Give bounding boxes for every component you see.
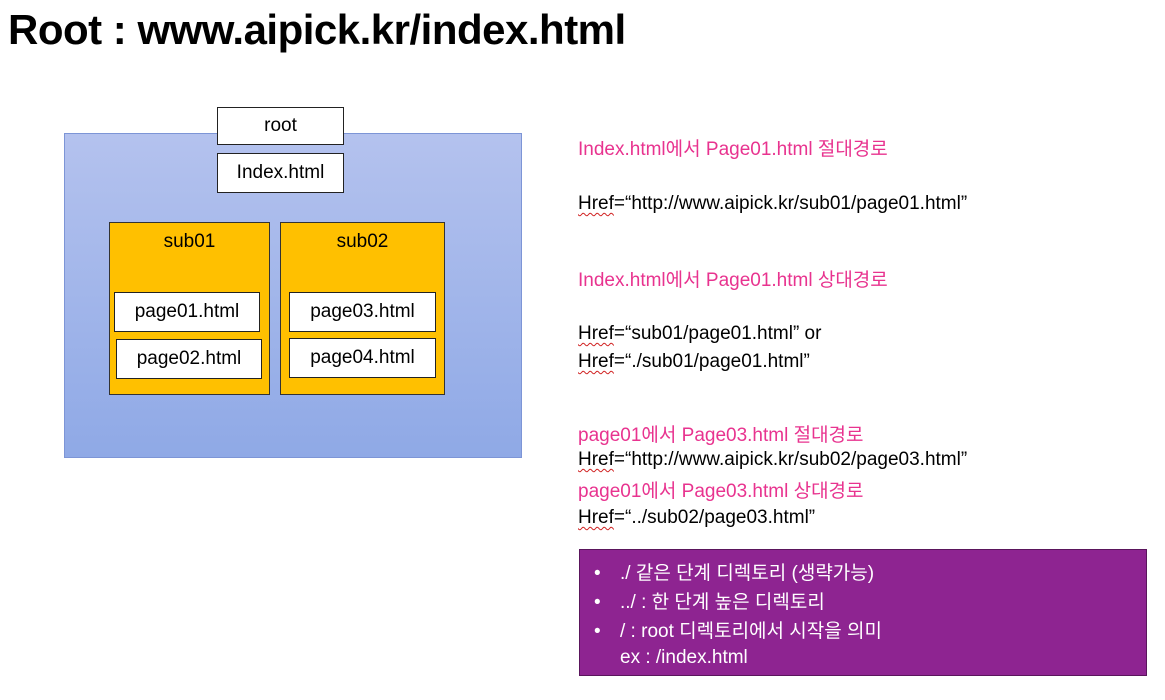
rel2-code-attr: Href — [578, 507, 614, 528]
note-item-text: ../ : 한 단계 높은 디렉토리 — [620, 592, 825, 613]
note-item-text: / : root 디렉토리에서 시작을 의미 — [620, 621, 882, 642]
page-title: Root : www.aipick.kr/index.html — [8, 6, 626, 53]
rel1-heading: Index.html에서 Page01.html 상대경로 — [578, 270, 888, 291]
bullet-icon: • — [594, 592, 601, 613]
note-item: • ./ 같은 단계 디렉토리 (생략가능) — [594, 558, 874, 585]
abs1-heading: Index.html에서 Page01.html 절대경로 — [578, 139, 888, 160]
rel2-heading: page01에서 Page03.html 상대경로 — [578, 481, 864, 502]
note-item: • ../ : 한 단계 높은 디렉토리 — [594, 587, 825, 614]
note-example: ex : /index.html — [620, 647, 748, 668]
folder-sub02-label: sub02 — [336, 231, 389, 252]
abs2-code-value: =“http://www.aipick.kr/sub02/page03.html… — [613, 449, 968, 470]
rel1-code1-value: =“sub01/page01.html” or — [613, 323, 822, 344]
abs1-code: Href=“http://www.aipick.kr/sub01/page01.… — [578, 193, 967, 215]
note-item: • / : root 디렉토리에서 시작을 의미 — [594, 616, 882, 643]
abs2-code: Href=“http://www.aipick.kr/sub02/page03.… — [578, 449, 967, 471]
bullet-icon: • — [594, 563, 601, 584]
rel2-code-value: =“../sub02/page03.html” — [613, 507, 816, 528]
rel1-code-1: Href=“sub01/page01.html” or — [578, 323, 821, 345]
rel1-code2-value: =“./sub01/page01.html” — [613, 351, 810, 372]
abs1-code-attr: Href — [578, 193, 614, 214]
root-label-box: root — [217, 107, 344, 145]
abs2-heading: page01에서 Page03.html 절대경로 — [578, 425, 864, 446]
abs1-code-value: =“http://www.aipick.kr/sub01/page01.html… — [613, 193, 968, 214]
notes-box: • ./ 같은 단계 디렉토리 (생략가능) • ../ : 한 단계 높은 디렉토… — [579, 549, 1147, 676]
rel2-code: Href=“../sub02/page03.html” — [578, 507, 815, 529]
rel1-code2-attr: Href — [578, 351, 614, 372]
file-page03: page03.html — [289, 292, 436, 332]
folder-sub01-label: sub01 — [163, 231, 216, 252]
rel1-code1-attr: Href — [578, 323, 614, 344]
file-page02: page02.html — [116, 339, 262, 379]
rel1-code-2: Href=“./sub01/page01.html” — [578, 351, 810, 373]
file-page01: page01.html — [114, 292, 260, 332]
note-item-text: ./ 같은 단계 디렉토리 (생략가능) — [620, 563, 875, 584]
abs2-code-attr: Href — [578, 449, 614, 470]
bullet-icon: • — [594, 621, 601, 642]
file-page04: page04.html — [289, 338, 436, 378]
index-file-box: Index.html — [217, 153, 344, 193]
